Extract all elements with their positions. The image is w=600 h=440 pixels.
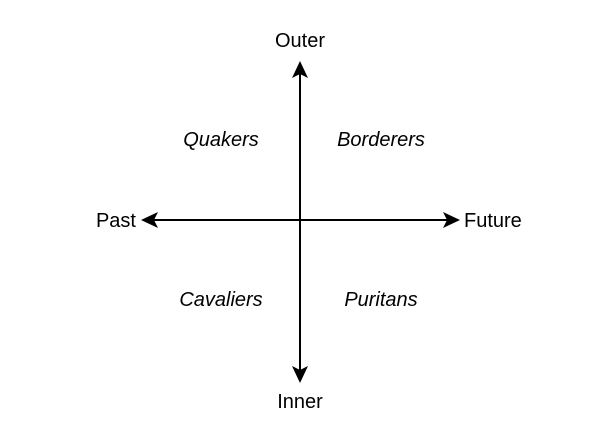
axis-label-outer: Outer — [275, 30, 325, 52]
axis-label-future: Future — [464, 210, 522, 232]
axis-label-past: Past — [96, 210, 136, 232]
right-arrowhead-icon — [443, 212, 460, 228]
down-arrowhead-icon — [292, 366, 308, 383]
axis-label-inner: Inner — [277, 391, 323, 413]
quadrant-label-bottom-right: Puritans — [344, 289, 417, 311]
quadrant-label-bottom-left: Cavaliers — [179, 289, 262, 311]
up-arrowhead-icon — [292, 61, 308, 78]
quadrant-label-top-right: Borderers — [337, 129, 425, 151]
left-arrowhead-icon — [141, 212, 158, 228]
quadrant-label-top-left: Quakers — [183, 129, 259, 151]
